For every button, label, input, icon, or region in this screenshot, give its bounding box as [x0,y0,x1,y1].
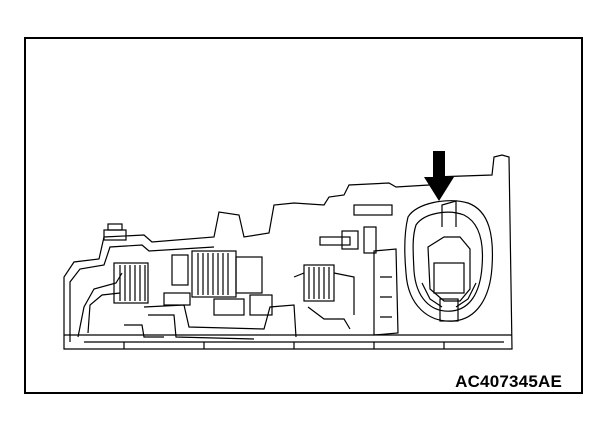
down-arrow-icon [424,151,454,201]
clutch-pack-2 [171,250,263,298]
clutch-pack-1 [113,262,149,304]
clutch-pack-3 [293,264,355,330]
housing-outline [63,154,513,350]
torque-converter [404,200,494,322]
figure-code: AC407345AE [455,372,562,391]
transmission-cross-section-drawing [63,151,513,350]
